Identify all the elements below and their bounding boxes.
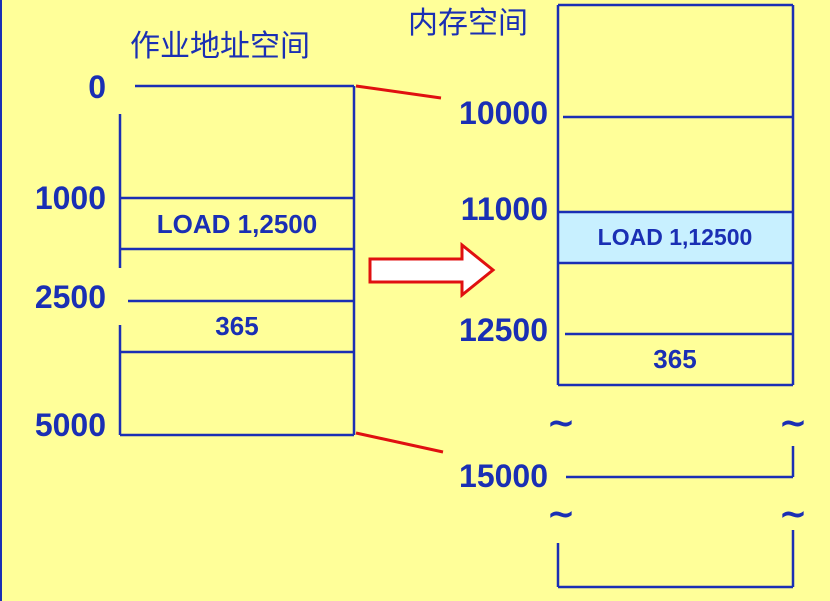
- memory-address-label: 11000: [461, 191, 548, 227]
- job-space-block: [118, 84, 356, 437]
- job-address-label: 0: [88, 69, 106, 105]
- memory-address-label: 15000: [459, 458, 548, 494]
- memory-address-label: 10000: [459, 95, 548, 131]
- job-instruction-cell: LOAD 1,2500: [157, 209, 317, 239]
- job-data-cell: 365: [215, 311, 258, 341]
- translation-arrow-icon: [368, 241, 496, 299]
- mapping-line-top: [355, 84, 442, 100]
- job-address-label: 2500: [35, 279, 106, 315]
- break-mark-tilde: ~: [779, 403, 808, 443]
- memory-instruction-cell: LOAD 1,12500: [598, 224, 753, 250]
- memory-address-label: 12500: [459, 312, 548, 348]
- memory-space-title: 内存空间: [408, 6, 528, 41]
- mapping-line-bottom: [355, 431, 444, 454]
- job-space-title: 作业地址空间: [130, 29, 310, 64]
- job-address-label: 5000: [35, 407, 106, 443]
- break-mark-tilde: ~: [547, 494, 576, 534]
- break-mark-tilde: ~: [779, 494, 808, 534]
- highlighted-instruction-cell: [558, 212, 792, 263]
- break-mark-tilde: ~: [547, 403, 576, 443]
- memory-data-cell: 365: [653, 344, 696, 374]
- job-address-label: 1000: [35, 180, 106, 216]
- memory-space-block: [556, 3, 795, 589]
